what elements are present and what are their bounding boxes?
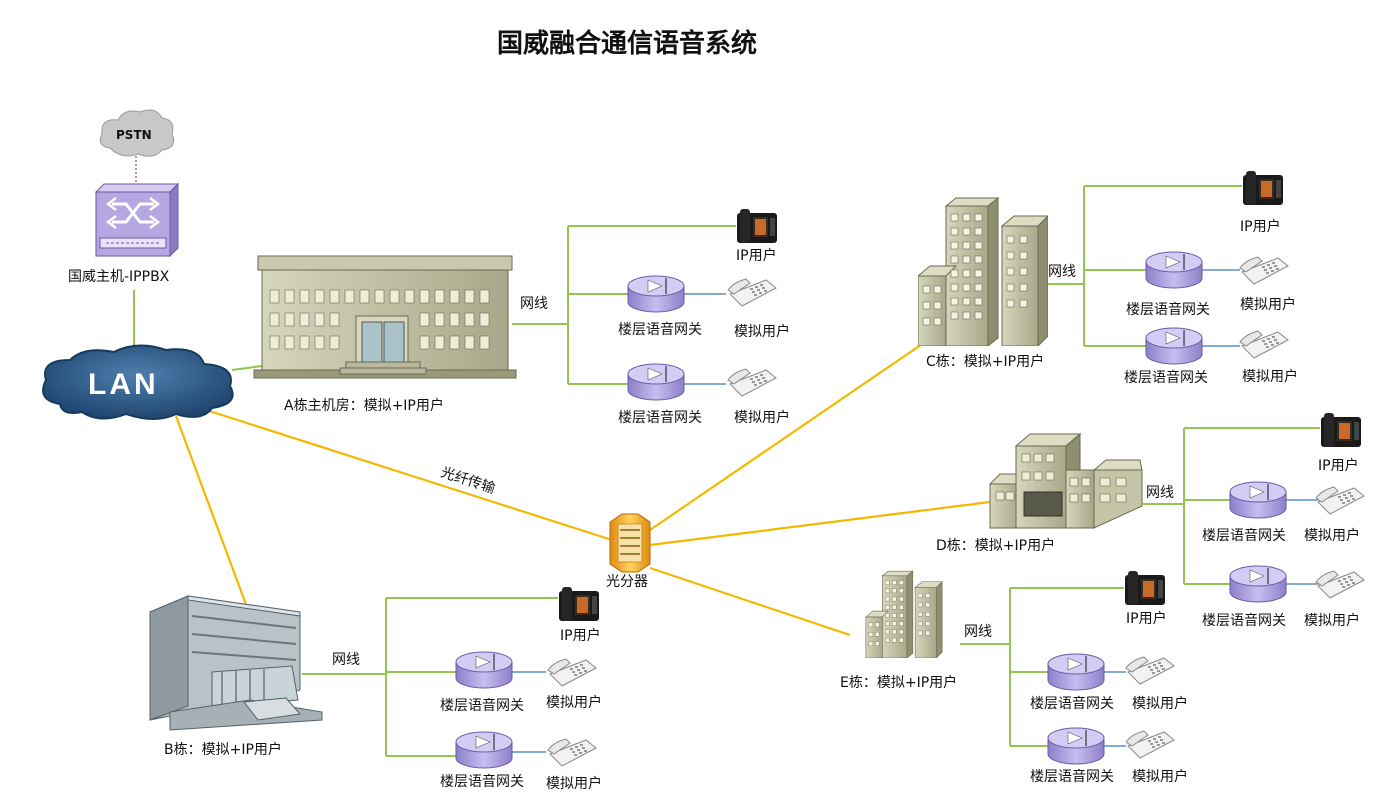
building-e-analog-phone-2-icon: [1125, 730, 1175, 759]
building-e-ip-user-label: IP用户: [1126, 610, 1167, 627]
building-e-cables: [960, 587, 1124, 747]
building-d-analog-phone-2-icon: [1315, 570, 1365, 599]
lan-label: LAN: [88, 368, 159, 401]
building-b-icon: [149, 595, 323, 731]
building-c-cables: [1048, 185, 1242, 347]
lan-cloud-icon: LAN: [42, 344, 234, 420]
building-b-gateway-2-icon: [455, 731, 513, 769]
building-e-gateway-2-icon: [1047, 727, 1105, 765]
building-b-gateway-1-icon: [455, 651, 513, 689]
splitter-label: 光分器: [606, 574, 648, 590]
building-b-cable-label: 网线: [332, 652, 360, 668]
building-c-gateway-2-label: 楼层语音网关: [1124, 369, 1208, 386]
building-e-cable-label: 网线: [964, 624, 992, 640]
building-e-analog-phone-1-icon: [1125, 656, 1175, 685]
building-d-phone-links: [1286, 499, 1318, 585]
building-c-analog-phone-1-icon: [1239, 256, 1289, 285]
building-e-analog-user-2-label: 模拟用户: [1132, 768, 1188, 785]
building-d-analog-user-2-label: 模拟用户: [1304, 612, 1360, 629]
building-e-analog-user-1-label: 模拟用户: [1132, 695, 1188, 712]
building-a-analog-user-2-label: 模拟用户: [734, 409, 790, 426]
lan-a-link: [231, 365, 263, 371]
building-d-label: D栋：模拟+IP用户: [936, 537, 1055, 554]
building-d-gateway-1-label: 楼层语音网关: [1202, 527, 1286, 544]
building-a-analog-phone-1-icon: [727, 278, 777, 307]
building-d-ip-user-label: IP用户: [1318, 457, 1359, 474]
building-b-ip-phone-icon: [559, 587, 599, 621]
building-c-gateway-2-icon: [1145, 327, 1203, 365]
pstn-cloud-icon: PSTN: [99, 109, 175, 157]
building-c-ip-phone-icon: [1243, 171, 1283, 205]
building-c-cable-label: 网线: [1048, 264, 1076, 280]
building-e-gateway-1-label: 楼层语音网关: [1030, 695, 1114, 712]
building-d-gateway-2-label: 楼层语音网关: [1202, 612, 1286, 629]
building-a-gateway-1-icon: [627, 275, 685, 313]
building-e-ip-phone-icon: [1125, 571, 1165, 605]
building-e-icon: [865, 570, 943, 658]
building-c-gateway-1-label: 楼层语音网关: [1126, 301, 1210, 318]
building-a-ip-user-label: IP用户: [736, 247, 777, 264]
building-a-analog-user-1-label: 模拟用户: [734, 323, 790, 340]
pbx-switch-icon: [94, 182, 180, 258]
building-e-phone-links: [1104, 671, 1126, 747]
building-c-icon: [918, 197, 1048, 346]
building-a-phone-links: [684, 293, 726, 385]
building-d-cable-label: 网线: [1146, 485, 1174, 501]
building-b-analog-phone-2-icon: [547, 738, 597, 767]
optical-splitter-icon: [609, 513, 651, 573]
building-d-cables: [1142, 427, 1320, 585]
building-a-label: A栋主机房：模拟+IP用户: [284, 397, 444, 414]
building-a-gateway-2-icon: [627, 363, 685, 401]
building-a-cable-label: 网线: [520, 296, 548, 312]
building-c-ip-user-label: IP用户: [1240, 218, 1281, 235]
building-d-gateway-1-icon: [1229, 481, 1287, 519]
building-c-analog-user-1-label: 模拟用户: [1240, 296, 1296, 313]
pstn-label: PSTN: [116, 128, 152, 142]
building-c-phone-links: [1202, 269, 1240, 347]
building-e-gateway-1-icon: [1047, 653, 1105, 691]
building-e-gateway-2-label: 楼层语音网关: [1030, 768, 1114, 785]
building-c-gateway-1-icon: [1145, 251, 1203, 289]
fiber-lines: [174, 339, 991, 637]
building-b-label: B栋：模拟+IP用户: [164, 741, 282, 758]
pbx-label: 国威主机-IPPBX: [68, 269, 170, 285]
building-b-analog-phone-1-icon: [547, 658, 597, 687]
building-a-cables: [512, 225, 736, 385]
building-c-analog-phone-2-icon: [1239, 330, 1289, 359]
building-e-label: E栋：模拟+IP用户: [840, 674, 957, 691]
building-c-label: C栋：模拟+IP用户: [926, 353, 1044, 370]
building-a-icon: [253, 255, 517, 379]
building-a-analog-phone-2-icon: [727, 368, 777, 397]
building-b-phone-links: [512, 671, 546, 753]
building-b-analog-user-1-label: 模拟用户: [546, 694, 602, 711]
building-a-gateway-1-label: 楼层语音网关: [618, 321, 702, 338]
fiber-label: 光纤传输: [439, 465, 497, 498]
building-b-gateway-2-label: 楼层语音网关: [440, 773, 524, 790]
building-b-gateway-1-label: 楼层语音网关: [440, 697, 524, 714]
building-b-analog-user-2-label: 模拟用户: [546, 775, 602, 792]
building-d-analog-phone-1-icon: [1315, 486, 1365, 515]
building-b-ip-user-label: IP用户: [560, 627, 601, 644]
diagram-title: 国威融合通信语音系统: [497, 28, 757, 59]
building-d-analog-user-1-label: 模拟用户: [1304, 527, 1360, 544]
building-b-cables: [302, 597, 558, 757]
building-c-analog-user-2-label: 模拟用户: [1242, 368, 1298, 385]
building-a-ip-phone-icon: [737, 209, 777, 243]
building-d-gateway-2-icon: [1229, 565, 1287, 603]
building-d-ip-phone-icon: [1321, 413, 1361, 447]
building-d-icon: [988, 432, 1143, 530]
building-a-gateway-2-label: 楼层语音网关: [618, 409, 702, 426]
